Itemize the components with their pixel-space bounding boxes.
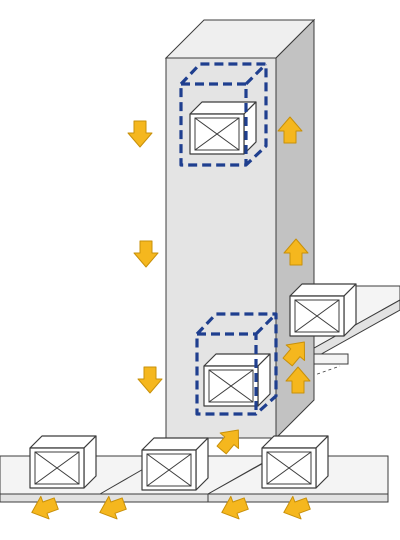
lower-carrier bbox=[195, 312, 278, 416]
arrow-up-icon bbox=[277, 116, 303, 144]
arrow-transfer-icon bbox=[282, 341, 306, 367]
upper-carrier-dashed-outline bbox=[179, 62, 268, 167]
box-icon bbox=[141, 437, 209, 491]
box-icon bbox=[203, 353, 271, 407]
lower-left-conveyor-front bbox=[0, 493, 209, 503]
box-icon bbox=[189, 101, 257, 155]
arrow-up-icon bbox=[285, 366, 311, 394]
lower-carrier-dashed-outline bbox=[195, 312, 278, 416]
upper-carrier bbox=[179, 62, 268, 167]
right-conveyor-front bbox=[207, 493, 389, 503]
arrow-left-icon bbox=[221, 495, 249, 520]
box-icon bbox=[261, 435, 329, 489]
arrow-transfer-icon bbox=[216, 429, 240, 455]
arrow-left-icon bbox=[283, 495, 311, 520]
arrow-down-icon bbox=[127, 120, 153, 148]
arrow-down-icon bbox=[137, 366, 163, 394]
arrow-left-icon bbox=[31, 495, 59, 520]
arrow-up-icon bbox=[283, 238, 309, 266]
arrow-left-icon bbox=[99, 495, 127, 520]
box-icon bbox=[289, 283, 357, 337]
arrow-down-icon bbox=[133, 240, 159, 268]
box-icon bbox=[29, 435, 97, 489]
